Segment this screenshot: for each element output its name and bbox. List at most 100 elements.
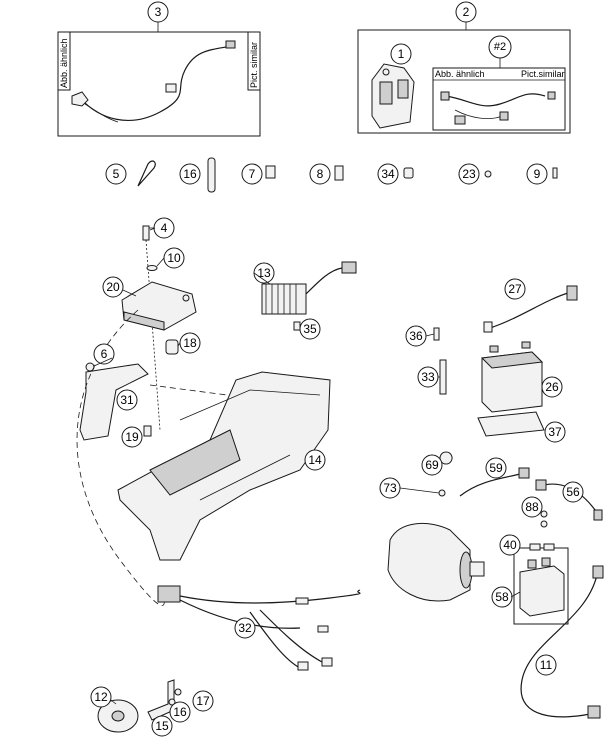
callout-40: 40 bbox=[499, 534, 521, 556]
callout-37: 37 bbox=[544, 421, 566, 443]
kit2-label-right: Pict.similar bbox=[521, 69, 565, 79]
relay-icon bbox=[265, 165, 276, 179]
svg-text:20: 20 bbox=[106, 280, 120, 294]
callout-59: 59 bbox=[485, 457, 507, 479]
screw-36 bbox=[433, 327, 440, 341]
clip-icon bbox=[334, 165, 344, 181]
svg-text:5: 5 bbox=[113, 167, 120, 181]
main-harness-32 bbox=[157, 585, 361, 671]
callout-1: 1 bbox=[390, 43, 412, 65]
kit-box-3: Abb. ähnlich Pict. similar bbox=[57, 22, 261, 137]
svg-text:23: 23 bbox=[462, 167, 476, 181]
svg-text:13: 13 bbox=[257, 266, 271, 280]
regulator-13 bbox=[261, 261, 357, 331]
callout-19: 19 bbox=[121, 426, 143, 448]
nut-17 bbox=[174, 688, 182, 696]
starter-motor bbox=[387, 522, 471, 602]
nut-icon bbox=[484, 170, 492, 178]
svg-text:9: 9 bbox=[534, 167, 541, 181]
harness-connector bbox=[157, 585, 181, 603]
svg-text:8: 8 bbox=[317, 167, 324, 181]
fuse-icon bbox=[552, 167, 558, 179]
svg-text:3: 3 bbox=[155, 5, 162, 19]
callout-56: 56 bbox=[562, 481, 584, 503]
cable-11 bbox=[520, 565, 604, 719]
callout-36: 36 bbox=[405, 325, 427, 347]
battery-area bbox=[433, 285, 578, 437]
relay-cap-40b bbox=[543, 543, 555, 551]
svg-text:#2: #2 bbox=[494, 41, 506, 53]
starter-gear bbox=[469, 561, 485, 577]
callout-ref-2: #2 bbox=[488, 35, 512, 59]
callout-20: 20 bbox=[102, 276, 124, 298]
screw-35 bbox=[293, 321, 301, 331]
callout-34: 34 bbox=[377, 163, 399, 185]
callout-69: 69 bbox=[421, 454, 443, 476]
cable-56-start bbox=[535, 479, 547, 491]
svg-text:26: 26 bbox=[545, 380, 559, 394]
callout-6: 6 bbox=[93, 343, 115, 365]
cable-tie-icon bbox=[137, 160, 156, 187]
damper-18 bbox=[165, 339, 179, 355]
kit3-label-left: Abb. ähnlich bbox=[59, 38, 69, 88]
horn-bracket-15 bbox=[147, 679, 175, 721]
starter-relay-box bbox=[513, 543, 569, 625]
strap-icon bbox=[207, 157, 216, 193]
svg-text:12: 12 bbox=[94, 690, 108, 704]
callout-17: 17 bbox=[192, 690, 214, 712]
battery-cable-27-start bbox=[483, 321, 493, 333]
svg-text:56: 56 bbox=[566, 485, 580, 499]
callout-15: 15 bbox=[151, 715, 173, 737]
callout-11: 11 bbox=[535, 654, 557, 676]
kit-number-3: 3 bbox=[147, 1, 169, 23]
callout-5: 5 bbox=[105, 163, 127, 185]
nut-88b bbox=[540, 520, 548, 528]
starter-relay-58 bbox=[519, 565, 565, 617]
kit-box-2: Abb. ähnlich Pict.similar bbox=[357, 22, 571, 134]
svg-text:10: 10 bbox=[167, 251, 181, 265]
callout-35: 35 bbox=[299, 318, 321, 340]
callout-58: 58 bbox=[491, 586, 513, 608]
electronics-box-14 bbox=[117, 371, 331, 561]
small-parts-row: 5 16 7 8 34 23 9 bbox=[105, 157, 558, 193]
callout-31: 31 bbox=[116, 389, 138, 411]
callout-8: 8 bbox=[309, 163, 331, 185]
kit2-label-left: Abb. ähnlich bbox=[435, 69, 485, 79]
washer-16 bbox=[168, 698, 176, 706]
relay-cap-40a bbox=[529, 543, 541, 551]
battery-cable-27-end bbox=[566, 285, 578, 301]
callout-14: 14 bbox=[304, 449, 326, 471]
svg-text:17: 17 bbox=[196, 694, 210, 708]
svg-text:35: 35 bbox=[303, 322, 317, 336]
callout-18: 18 bbox=[179, 332, 201, 354]
regulator-plug bbox=[341, 261, 357, 274]
svg-text:1: 1 bbox=[398, 47, 405, 61]
svg-text:59: 59 bbox=[489, 461, 503, 475]
svg-text:7: 7 bbox=[249, 167, 256, 181]
svg-text:40: 40 bbox=[503, 538, 517, 552]
callout-12: 12 bbox=[90, 686, 112, 708]
cable-56-end bbox=[593, 509, 603, 521]
leader-lines bbox=[93, 227, 521, 705]
callout-73: 73 bbox=[379, 477, 401, 499]
callout-33: 33 bbox=[417, 366, 439, 388]
callout-4: 4 bbox=[153, 217, 175, 239]
svg-text:33: 33 bbox=[421, 370, 435, 384]
svg-text:18: 18 bbox=[183, 336, 197, 350]
svg-text:27: 27 bbox=[508, 282, 522, 296]
svg-text:58: 58 bbox=[495, 590, 509, 604]
callout-10: 10 bbox=[163, 247, 185, 269]
svg-text:16: 16 bbox=[173, 705, 187, 719]
bolt-19 bbox=[143, 425, 152, 437]
kit3-label-right: Pict. similar bbox=[249, 42, 259, 88]
starter-area bbox=[387, 451, 603, 602]
nut-73 bbox=[438, 489, 446, 497]
svg-text:31: 31 bbox=[120, 393, 134, 407]
nut-88a bbox=[540, 510, 548, 518]
pad-37 bbox=[477, 411, 545, 437]
washer-10 bbox=[146, 265, 158, 271]
svg-text:36: 36 bbox=[409, 329, 423, 343]
svg-text:69: 69 bbox=[425, 458, 439, 472]
strap-33 bbox=[439, 359, 447, 395]
